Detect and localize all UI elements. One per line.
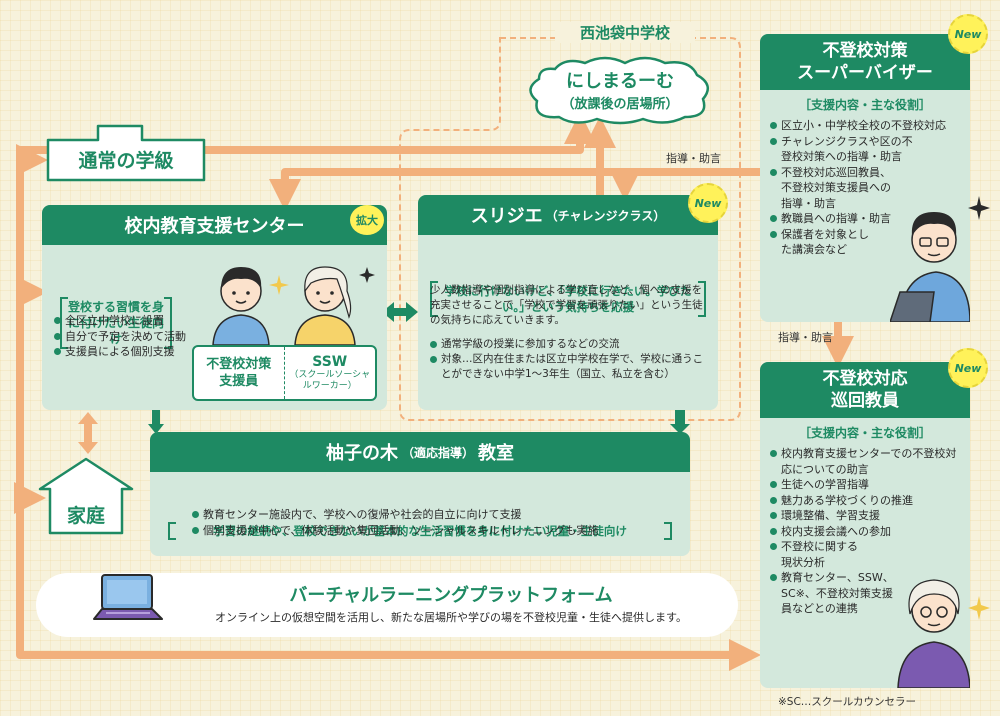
konai-center-box: 校内教育支援センター 登校する習慣を身に付けたい生徒向け 全区立中学校に設置 自… bbox=[42, 205, 387, 410]
junkai-roles-label: ［支援内容・主な役割］ bbox=[798, 426, 931, 440]
staff1-cell: 不登校対策支援員 bbox=[194, 347, 285, 399]
katei-house-shape bbox=[38, 457, 134, 535]
list-item: 全区立中学校に設置 bbox=[52, 313, 192, 329]
konai-badge: 拡大 bbox=[350, 205, 384, 235]
junkai-title-1: 不登校対応 bbox=[822, 369, 908, 389]
surijie-bracket: 学校に行けないけど、「学校に行きたい。学びたい。」という気持ちを応援 bbox=[430, 281, 706, 317]
nishimaru-subtitle: （放課後の居場所） bbox=[561, 97, 679, 112]
surijie-title: スリジエ bbox=[470, 206, 543, 227]
list-item: 校内教育支援センターでの不登校対応についての助言 bbox=[768, 446, 962, 477]
junkai-bullets: 校内教育支援センターでの不登校対応についての助言 生徒への学習指導 魅力ある学校… bbox=[768, 446, 962, 617]
list-item: 教育センター施設内で、学校への復帰や社会的自立に向けて支援 bbox=[190, 507, 670, 523]
list-item: 魅力ある学校づくりの推進 bbox=[768, 493, 962, 509]
staff-illustration bbox=[212, 266, 375, 345]
shido-label-top: 指導・助言 bbox=[666, 152, 721, 165]
staff-panel: 不登校対策支援員 SSW （スクールソーシャルワーカー） bbox=[192, 345, 377, 401]
list-item: 教育センター、SSW、SC※、不登校対策支援員などとの連携 bbox=[768, 570, 896, 617]
supervisor-person-illustration bbox=[890, 212, 970, 322]
list-item: 不登校に関する現状分析 bbox=[768, 539, 860, 570]
staff1-label: 不登校対策支援員 bbox=[206, 357, 272, 389]
nishimaru-cloud: にしまるーむ （放課後の居場所） bbox=[525, 55, 715, 127]
list-item: 通常学級の授業に参加するなどの交流 bbox=[428, 337, 710, 352]
junkai-box: 不登校対応 巡回教員 ［支援内容・主な役割］ 校内教育支援センターでの不登校対応… bbox=[760, 362, 970, 688]
virtual-platform-box: バーチャルラーニングプラットフォーム オンライン上の仮想空間を活用し、新たな居場… bbox=[36, 573, 738, 637]
junkai-person-illustration bbox=[897, 579, 970, 688]
arrow-supervisor-konai bbox=[269, 168, 760, 211]
supervisor-box: 不登校対策 スーパーバイザー ［支援内容・主な役割］ 区立小・中学校全校の不登校… bbox=[760, 34, 970, 322]
konai-title: 校内教育支援センター bbox=[124, 216, 305, 237]
yuzu-bullets: 教育センター施設内で、学校への復帰や社会的自立に向けて支援 個別支援が中心で、体… bbox=[190, 507, 670, 538]
list-item: 教職員への指導・助言 bbox=[768, 211, 918, 227]
list-item: 生徒への学習指導 bbox=[768, 477, 962, 493]
staff1-figure bbox=[212, 267, 270, 345]
supervisor-header: 不登校対策 スーパーバイザー bbox=[760, 34, 970, 90]
virtual-title: バーチャルラーニングプラットフォーム bbox=[289, 585, 613, 606]
staff2-cell: SSW （スクールソーシャルワーカー） bbox=[285, 347, 376, 399]
konai-header: 校内教育支援センター bbox=[42, 205, 387, 245]
tsujo-label: 通常の学級 bbox=[78, 150, 174, 172]
katei-label: 家庭 bbox=[66, 505, 105, 527]
staff2-sublabel: （スクールソーシャルワーカー） bbox=[289, 370, 371, 391]
arrow-konai-katei-heads bbox=[78, 412, 98, 454]
virtual-desc: オンライン上の仮想空間を活用し、新たな居場所や学びの場を不登校児童・生徒へ提供し… bbox=[215, 611, 687, 624]
staff2-label: SSW bbox=[312, 354, 348, 370]
katei-box: 家庭 bbox=[36, 455, 136, 537]
nishimaru-title: にしまるーむ bbox=[566, 71, 674, 92]
supervisor-new-badge: New bbox=[948, 14, 988, 54]
list-item: 個別支援が中心で、体験活動や集団活動、ソーシャルスキルトレーニングも実施 bbox=[190, 523, 670, 539]
surijie-body: 少人数指導や個別指導による学び直しなど、個への支援を充実させることで「学校で学習… bbox=[430, 284, 703, 326]
supervisor-title-2: スーパーバイザー bbox=[797, 63, 933, 83]
list-item: 不登校対応巡回教員、不登校対策支援員への指導・助言 bbox=[768, 165, 898, 212]
list-item: チャレンジクラスや区の不登校対策への指導・助言 bbox=[768, 134, 918, 165]
yuzu-box: 柚子の木 （適応指導） 教室 学習の継続や、登校できないが基本的な生活習慣を身に… bbox=[150, 432, 690, 556]
yuzu-title-sub: （適応指導） bbox=[401, 445, 474, 460]
staff2-figure bbox=[294, 266, 356, 345]
surijie-header: スリジエ （チャレンジクラス） bbox=[418, 195, 718, 235]
list-item: 区立小・中学校全校の不登校対応 bbox=[768, 118, 962, 134]
konai-bracket: 登校する習慣を身に付けたい生徒向け bbox=[60, 297, 172, 349]
tsujo-class-box: 通常の学級 bbox=[42, 122, 210, 184]
junkai-new-badge: New bbox=[948, 348, 988, 388]
surijie-new-badge: New bbox=[688, 183, 728, 223]
laptop-icon bbox=[93, 574, 163, 620]
list-item: 校内支援会議への参加 bbox=[768, 524, 962, 540]
junkai-title-2: 巡回教員 bbox=[831, 391, 899, 411]
list-item: 自分で予定を決めて活動 bbox=[52, 329, 192, 345]
yuzu-title-end: 教室 bbox=[478, 443, 514, 464]
list-item: 支援員による個別支援 bbox=[52, 344, 192, 360]
shido-label-mid: 指導・助言 bbox=[778, 331, 833, 344]
tsujo-house-shape bbox=[46, 124, 206, 182]
sparkle-icon bbox=[968, 196, 990, 220]
list-item: 保護者を対象とした講演会など bbox=[768, 227, 878, 258]
list-item: 対象…区内在住または区立中学校在学で、学校に通うことができない中学1～3年生（国… bbox=[428, 352, 710, 382]
surijie-bullets: 通常学級の授業に参加するなどの交流 対象…区内在住または区立中学校在学で、学校に… bbox=[428, 337, 710, 382]
arrow-tsujo-nishimaru bbox=[210, 112, 596, 154]
footnote: ※SC…スクールカウンセラー bbox=[778, 696, 916, 708]
surijie-box: スリジエ （チャレンジクラス） 学校に行けないけど、「学校に行きたい。学びたい。… bbox=[418, 195, 718, 410]
yuzu-header: 柚子の木 （適応指導） 教室 bbox=[150, 432, 690, 472]
konai-bullets: 全区立中学校に設置 自分で予定を決めて活動 支援員による個別支援 bbox=[52, 313, 192, 360]
nishiike-dashed-outline bbox=[399, 37, 741, 421]
arrow-konai-surijie bbox=[382, 302, 418, 322]
yuzu-bracket: 学習の継続や、登校できないが基本的な生活習慣を身に付けたい児童・生徒向け bbox=[168, 522, 672, 540]
supervisor-title-1: 不登校対策 bbox=[822, 41, 908, 61]
surijie-title-sub: （チャレンジクラス） bbox=[545, 208, 666, 223]
sparkle-icon bbox=[968, 596, 990, 620]
supervisor-bullets: 区立小・中学校全校の不登校対応 チャレンジクラスや区の不登校対策への指導・助言 … bbox=[768, 118, 962, 258]
list-item: 環境整備、学習支援 bbox=[768, 508, 962, 524]
junkai-header: 不登校対応 巡回教員 bbox=[760, 362, 970, 418]
supervisor-roles-label: ［支援内容・主な役割］ bbox=[798, 98, 931, 112]
yuzu-title: 柚子の木 bbox=[325, 443, 398, 464]
nishiike-school-label: 西池袋中学校 bbox=[555, 22, 695, 43]
cloud-shape bbox=[529, 56, 710, 125]
